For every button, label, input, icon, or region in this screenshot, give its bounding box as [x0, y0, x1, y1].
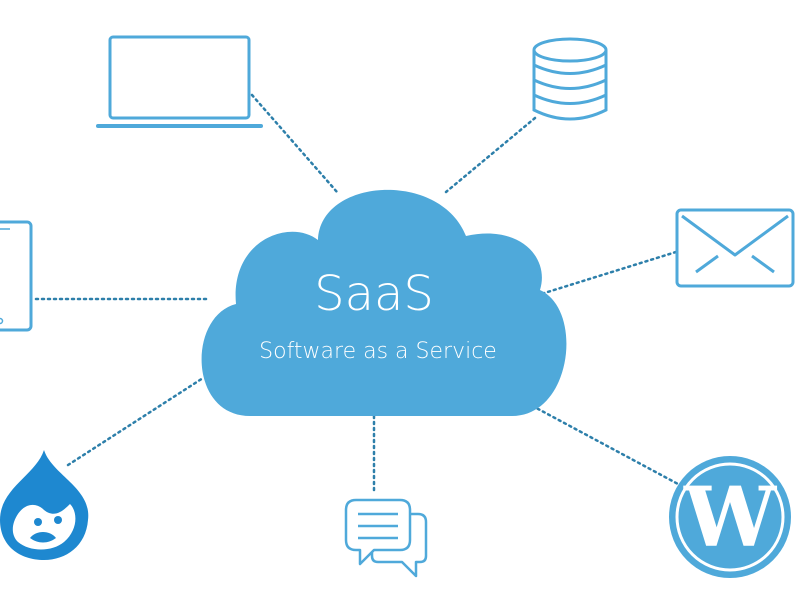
- connectors: [34, 93, 680, 496]
- connector-laptop: [250, 93, 339, 194]
- tablet-icon: [0, 220, 33, 332]
- saas-cloud: SaaS Software as a Service: [201, 189, 567, 416]
- connector-database: [444, 116, 537, 194]
- wordpress-icon: W: [669, 456, 791, 578]
- connector-mail: [536, 250, 678, 297]
- drupal-icon: [0, 450, 89, 560]
- connector-wordpress: [525, 401, 680, 486]
- mail-icon: [675, 208, 795, 288]
- database-icon: [532, 37, 608, 121]
- cloud-title: SaaS: [314, 266, 434, 322]
- chat-icon: [344, 498, 428, 578]
- svg-text:W: W: [683, 470, 778, 566]
- cloud-subtitle: Software as a Service: [259, 339, 497, 364]
- connector-drupal: [66, 376, 205, 467]
- laptop-icon: [96, 35, 263, 128]
